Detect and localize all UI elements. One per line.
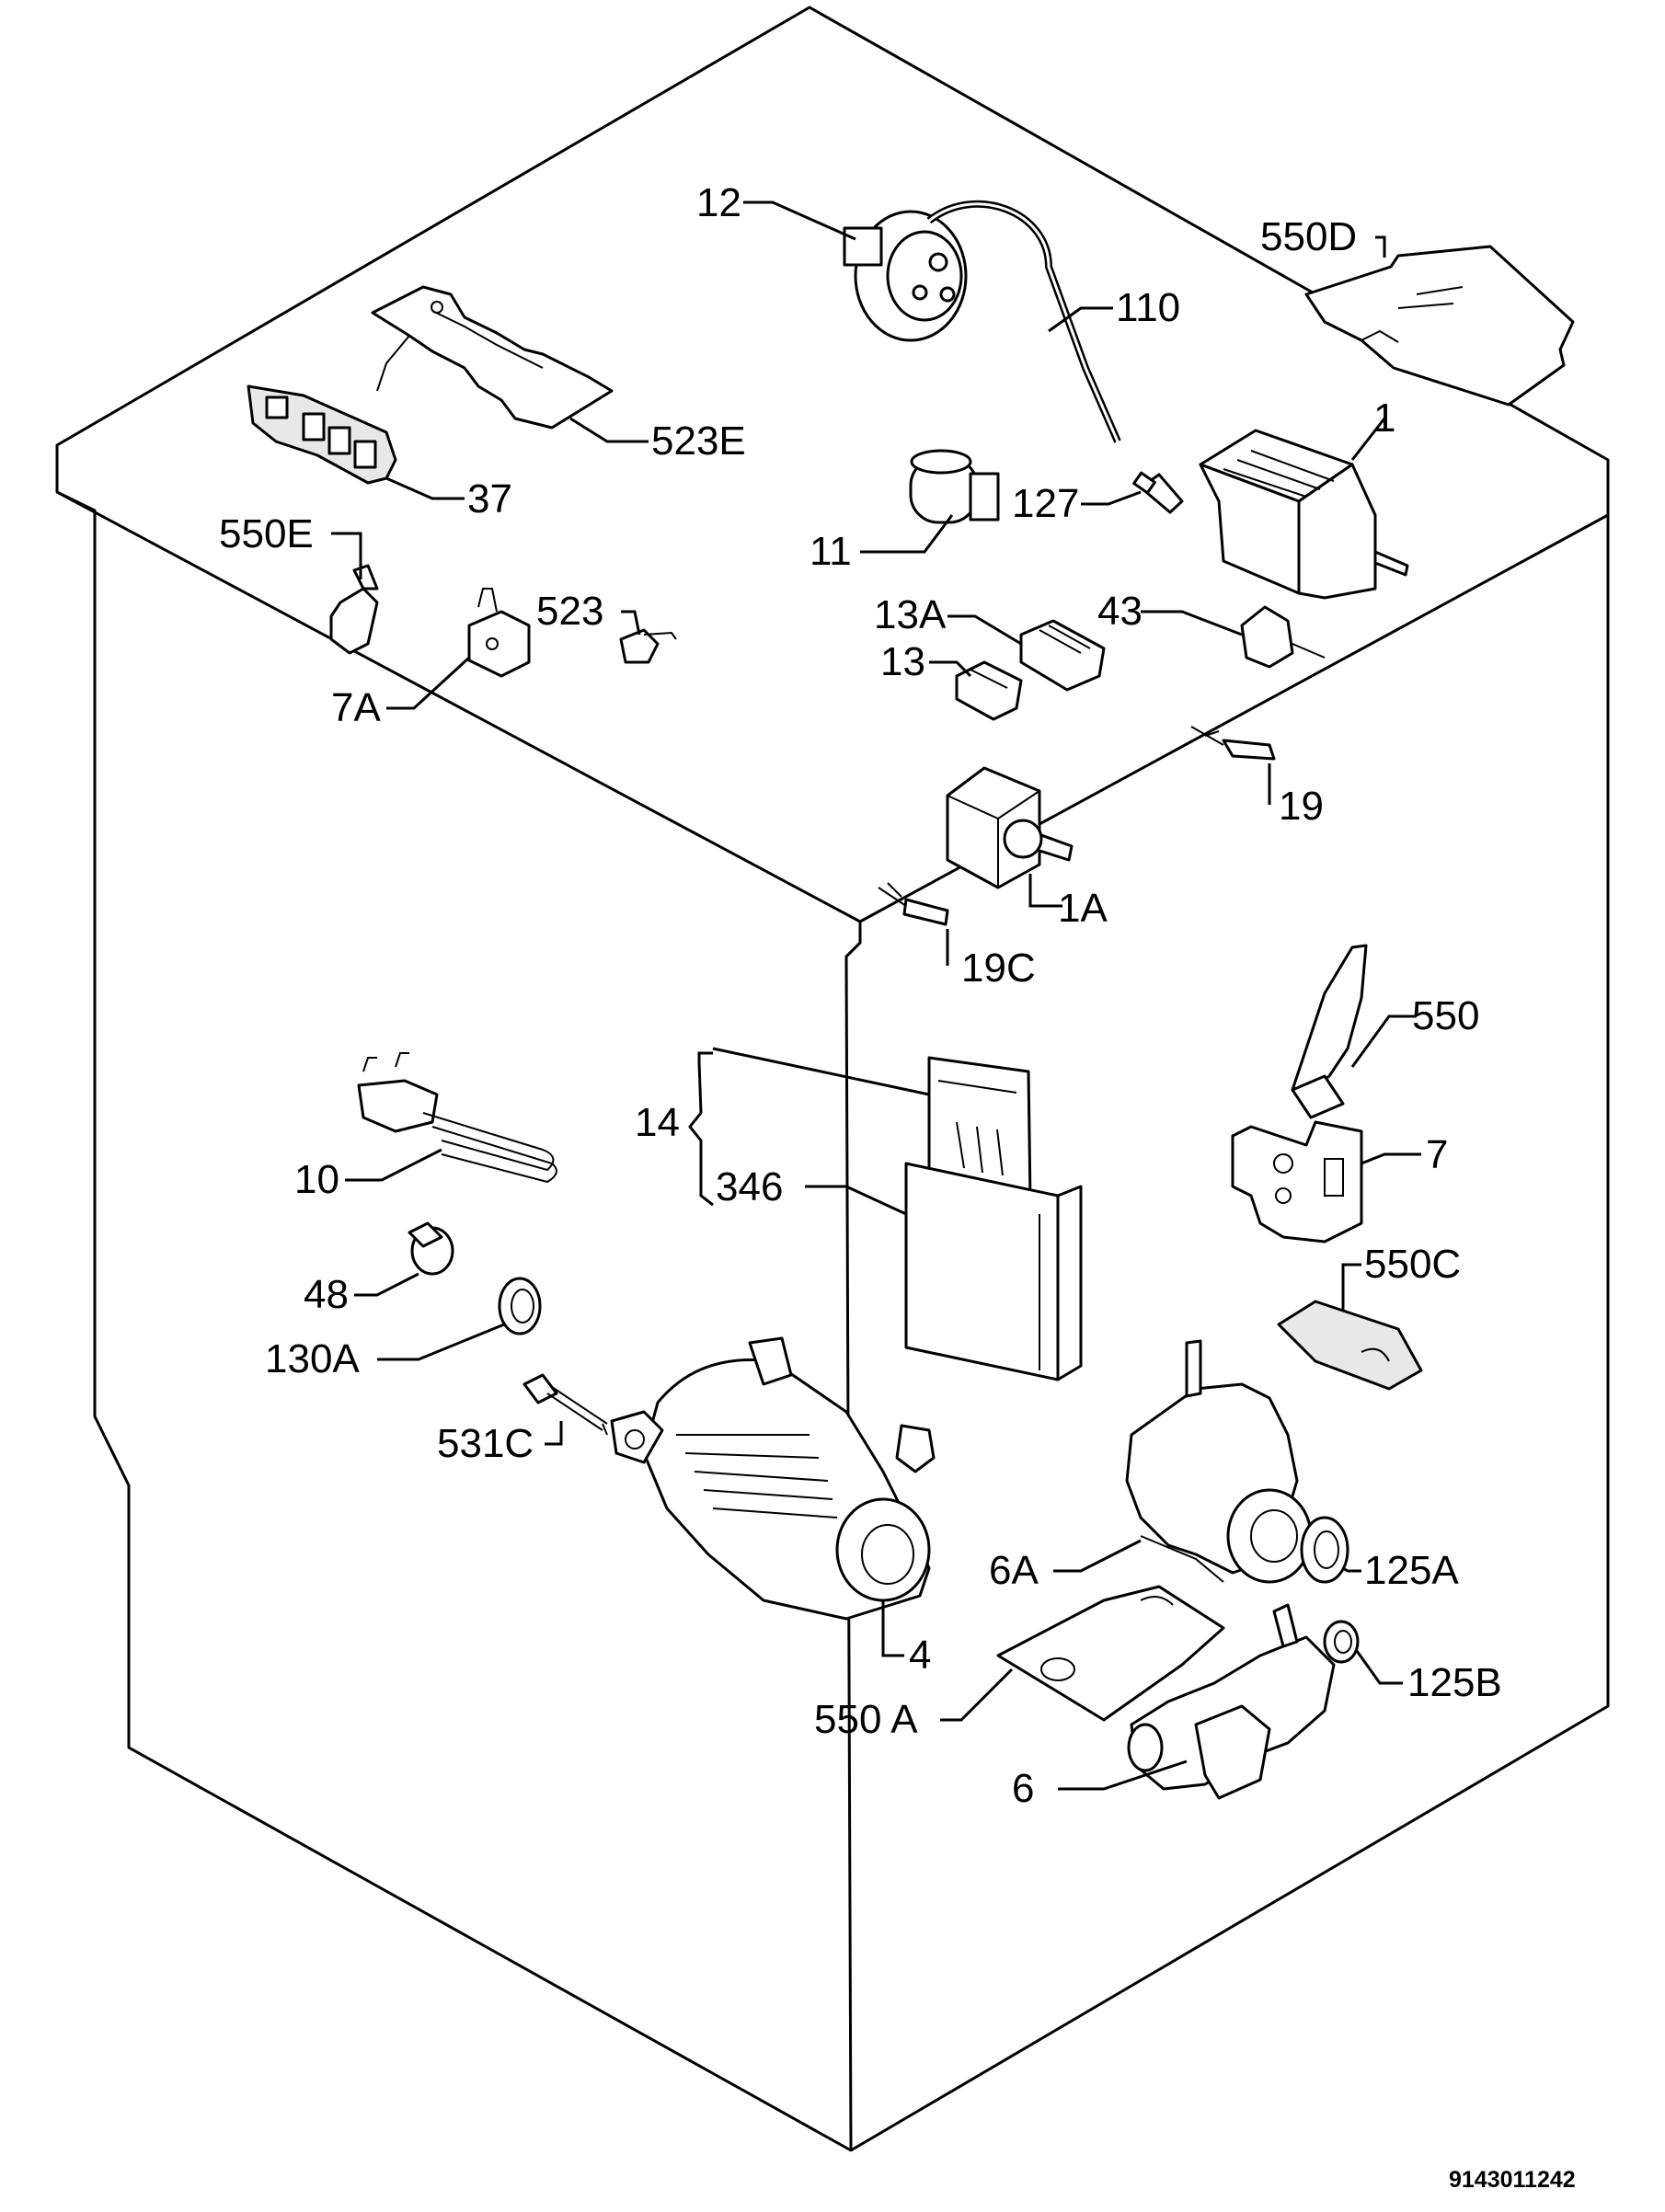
cover-part-550a[interactable] <box>996 1585 1225 1722</box>
connector-part-19c[interactable] <box>878 882 949 926</box>
callout-550e: 550E <box>219 511 314 556</box>
callout-6a: 6A <box>989 1548 1039 1593</box>
callout-11: 11 <box>810 529 852 574</box>
leader-lines <box>331 201 1421 1791</box>
clip-part-523[interactable] <box>619 628 677 664</box>
callout-550c: 550C <box>1364 1242 1461 1287</box>
clip-part-550e[interactable] <box>329 564 379 655</box>
screw-part-531c[interactable] <box>522 1373 608 1436</box>
callout-110: 110 <box>1116 285 1180 330</box>
callout-346: 346 <box>716 1164 783 1209</box>
callout-523: 523 <box>536 589 603 634</box>
callout-6: 6 <box>1012 1766 1034 1811</box>
pump-housing-part-6a[interactable] <box>1125 1339 1313 1584</box>
selector-switch-part-1a[interactable] <box>946 766 1074 889</box>
heating-element-part-10[interactable] <box>357 1052 557 1184</box>
callout-1: 1 <box>1373 395 1395 441</box>
callout-125a: 125A <box>1364 1548 1459 1593</box>
callout-4: 4 <box>909 1633 931 1678</box>
callout-48: 48 <box>304 1272 349 1317</box>
programmer-part-1[interactable] <box>1199 429 1409 600</box>
callout-125b: 125B <box>1407 1660 1502 1705</box>
callout-550: 550 <box>1412 993 1479 1038</box>
dispenser-housing-part-346[interactable] <box>904 1162 1083 1381</box>
callout-127: 127 <box>1012 481 1079 526</box>
callout-19: 19 <box>1279 784 1324 829</box>
callout-37: 37 <box>467 476 512 521</box>
callout-550d: 550D <box>1260 214 1357 259</box>
callout-130a: 130A <box>265 1336 360 1381</box>
callout-14: 14 <box>635 1100 680 1145</box>
pressure-switch-part-12[interactable] <box>843 210 968 342</box>
door-lock-part-7[interactable] <box>1231 1120 1363 1244</box>
drain-pump-part-6[interactable] <box>1127 1603 1336 1800</box>
callout-13a: 13A <box>874 592 947 637</box>
terminal-part-13a[interactable] <box>1019 619 1106 692</box>
grommet-part-130a[interactable] <box>498 1277 542 1335</box>
detergent-dispenser-part-14[interactable] <box>927 1056 1032 1202</box>
sensor-part-48[interactable] <box>408 1221 454 1276</box>
callout-12: 12 <box>696 180 741 225</box>
connector-part-43[interactable] <box>1240 605 1326 669</box>
microswitch-part-7a[interactable] <box>467 588 531 678</box>
callout-19c: 19C <box>961 946 1036 991</box>
callout-523e: 523E <box>651 418 746 464</box>
document-reference: 9143011242 <box>1449 2167 1576 2193</box>
connector-part-127[interactable] <box>1132 471 1184 514</box>
callout-labels: 12 110 550D 523E 37 1 127 11 550E 523 13… <box>219 180 1502 1811</box>
motor-part-4[interactable] <box>610 1336 936 1621</box>
handle-part-550[interactable] <box>1291 944 1368 1119</box>
callout-7a: 7A <box>331 685 381 730</box>
cover-part-550c[interactable] <box>1277 1300 1423 1391</box>
connector-part-19[interactable] <box>1190 726 1276 761</box>
callout-13: 13 <box>880 639 925 684</box>
bracket-part-523e[interactable] <box>371 285 614 430</box>
callout-550a: 550 A <box>814 1697 918 1742</box>
capacitor-part-11[interactable] <box>909 449 1000 524</box>
terminal-part-13[interactable] <box>955 660 1023 721</box>
callout-1a: 1A <box>1058 886 1108 931</box>
callout-7: 7 <box>1426 1132 1448 1177</box>
callout-43: 43 <box>1097 589 1143 634</box>
terminal-block-part-37[interactable] <box>247 384 397 485</box>
callout-10: 10 <box>294 1157 339 1202</box>
cover-plate-part-550d[interactable] <box>1304 245 1575 407</box>
seal-part-125a[interactable] <box>1300 1516 1349 1584</box>
callout-531c: 531C <box>437 1421 534 1466</box>
seal-part-125b[interactable] <box>1323 1620 1360 1664</box>
